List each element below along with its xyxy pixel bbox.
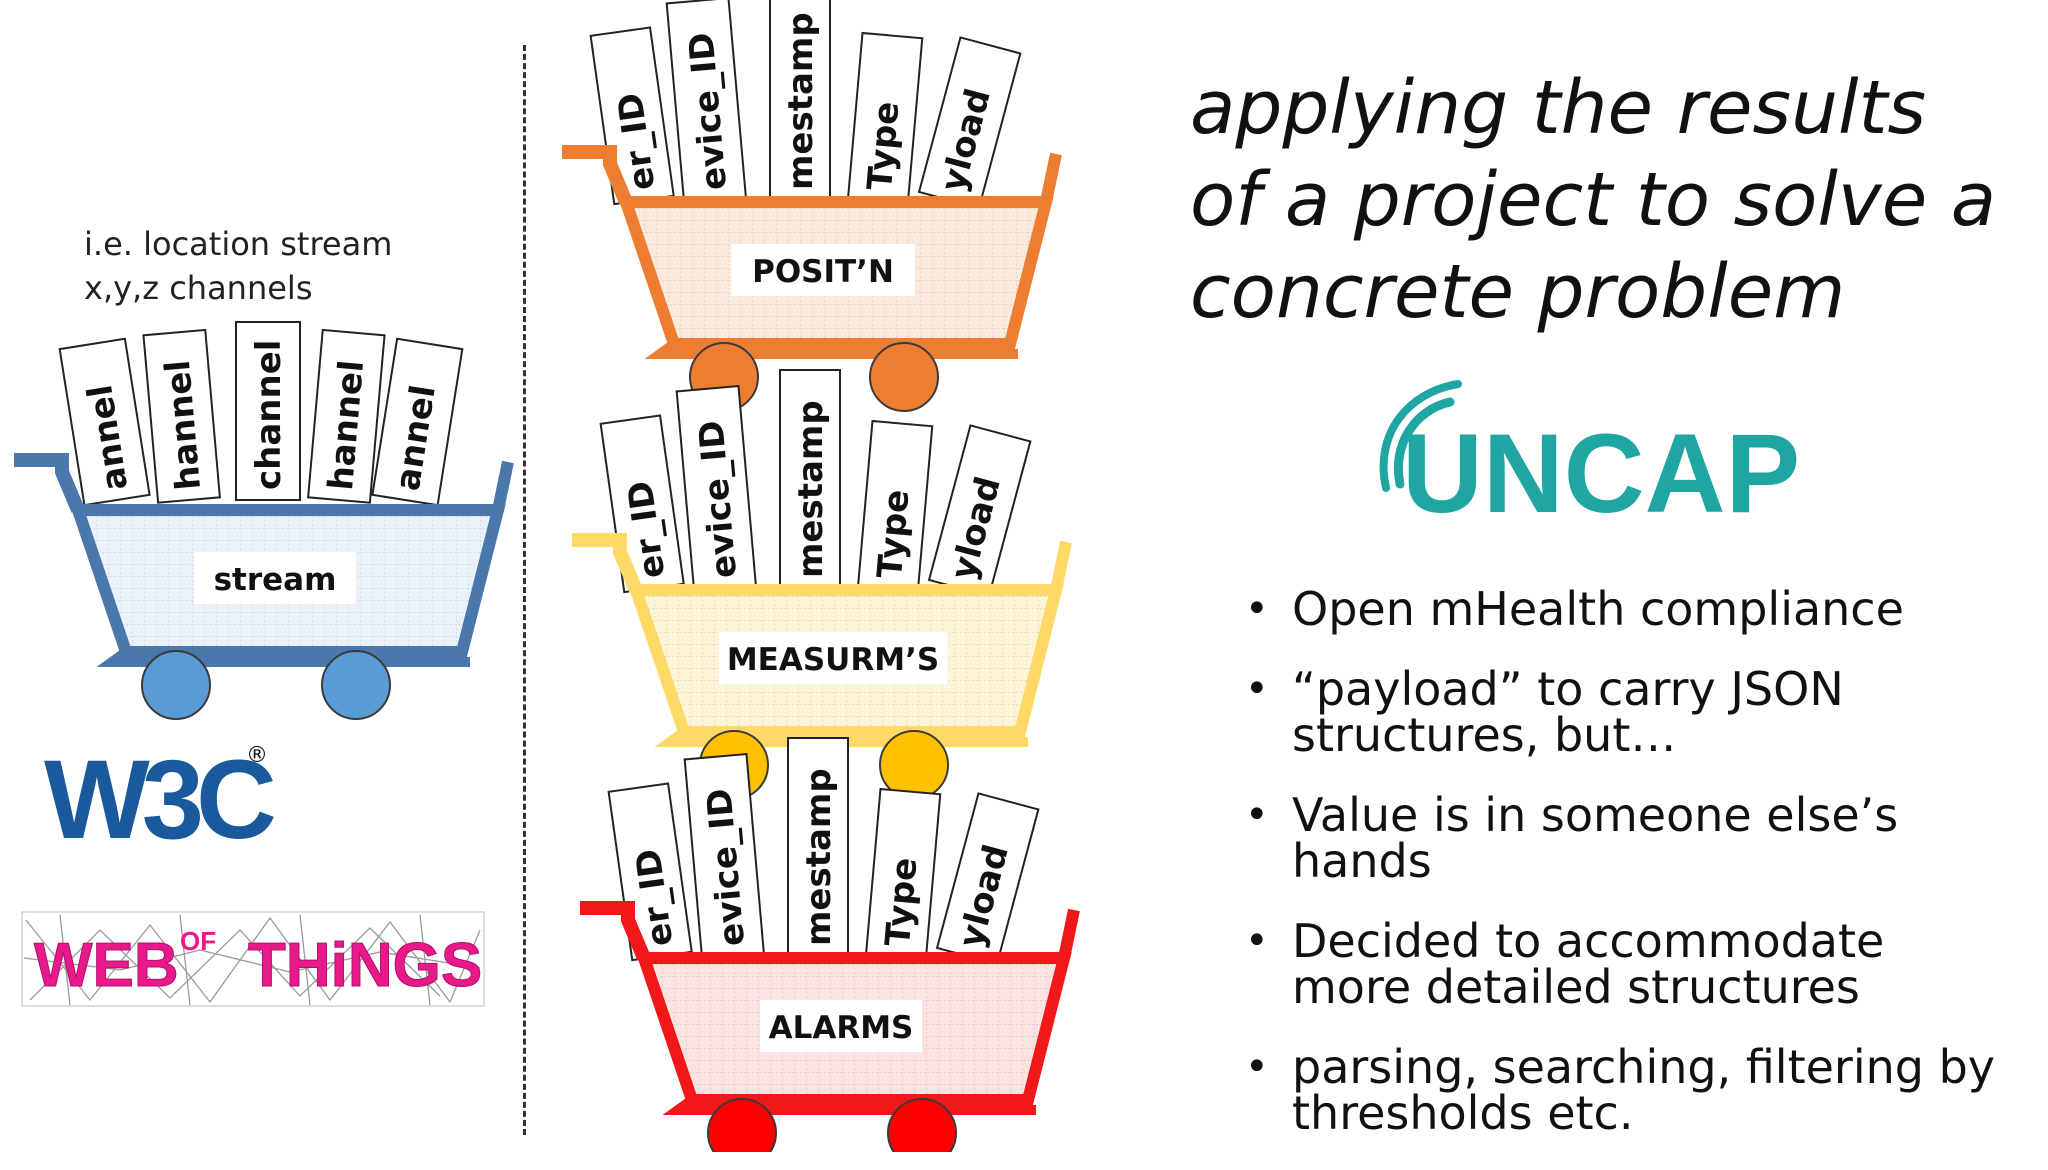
of-text: OF — [180, 926, 216, 956]
field-card-label: channel — [249, 340, 289, 490]
dashed-divider — [523, 45, 526, 1135]
field-card: channel — [235, 321, 301, 501]
cart-handle — [562, 145, 633, 205]
cart-basket — [635, 952, 1072, 1106]
cart-basket — [617, 196, 1054, 350]
field-card: yload — [917, 36, 1022, 210]
bullet-line: structures, but… — [1292, 708, 1677, 762]
field-card: er_ID — [599, 414, 685, 594]
field-card: annel — [58, 337, 151, 507]
field-card: annel — [371, 337, 464, 507]
bullet-line: “payload” to carry JSON — [1292, 662, 1844, 716]
field-card: Type — [847, 31, 924, 204]
cart-wheel — [887, 1098, 957, 1152]
bullet-line: hands — [1292, 834, 1432, 888]
cart-label: MEASURM’S — [727, 642, 939, 678]
cart-label-bg — [194, 552, 356, 604]
field-card: mestamp — [787, 737, 849, 957]
slide-title: applying the results of a project to sol… — [1190, 62, 1996, 338]
field-card-label: mestamp — [791, 400, 831, 578]
field-card: mestamp — [769, 0, 831, 201]
cart-handle — [572, 533, 643, 593]
uncap-logo: UNCAP — [1379, 380, 1800, 536]
cart-handle — [14, 453, 85, 513]
cart-label-bg — [731, 244, 915, 296]
cart-wheel — [869, 342, 939, 412]
field-card: er_ID — [607, 782, 693, 962]
bullet-line: more detailed structures — [1292, 960, 1860, 1014]
title-line-2: of a project to solve a — [1190, 157, 1997, 243]
cart-label: ALARMS — [769, 1010, 914, 1046]
field-card: hannel — [307, 328, 386, 504]
cart-wheel — [879, 730, 949, 800]
network-pattern — [23, 914, 481, 1006]
cart-wheel — [707, 1098, 777, 1152]
bullet-line: Decided to accommodate — [1292, 914, 1885, 968]
field-card: evice_ID — [675, 384, 757, 592]
field-card: mestamp — [779, 369, 841, 589]
field-card-label: mestamp — [799, 768, 839, 946]
signal-arc-outer — [1379, 380, 1462, 492]
bullet-dot: • — [1245, 1044, 1269, 1090]
field-card: Type — [857, 419, 934, 592]
field-card-label: mestamp — [781, 12, 821, 190]
bullet-dot: • — [1245, 666, 1269, 712]
note-line-2: x,y,z channels — [84, 269, 313, 307]
bullet-line: parsing, searching, filtering by — [1292, 1040, 1996, 1094]
cart-label: POSIT’N — [752, 254, 894, 290]
bullet-item: •Open mHealth compliance — [1245, 586, 2025, 632]
field-card-label: Type — [860, 100, 908, 192]
cart-basket — [69, 504, 506, 658]
things-text: THiNGS — [248, 931, 482, 1000]
cart-label: stream — [214, 562, 337, 598]
title-line-1: applying the results — [1190, 65, 1927, 151]
uncap-logo-text: UNCAP — [1402, 411, 1800, 536]
cart-basket — [627, 584, 1064, 738]
bullet-line: Open mHealth compliance — [1292, 582, 1904, 636]
cart-handle — [580, 901, 651, 961]
stream-note: i.e. location stream x,y,z channels — [84, 222, 392, 310]
bullet-line: thresholds etc. — [1292, 1086, 1634, 1140]
bullet-line: Value is in someone else’s — [1292, 788, 1899, 842]
field-card: yload — [935, 792, 1040, 966]
web-of-things-logo: WEB OF THiNGS — [21, 911, 485, 1007]
field-card: er_ID — [589, 26, 675, 206]
bullet-dot: • — [1245, 586, 1269, 632]
field-card: evice_ID — [665, 0, 747, 204]
field-card: hannel — [142, 328, 221, 504]
web-text: WEB — [34, 931, 179, 1000]
signal-arc-inner — [1394, 397, 1455, 489]
field-card-label: Type — [870, 488, 918, 580]
bullet-dot: • — [1245, 792, 1269, 838]
cart-wheel — [141, 650, 211, 720]
field-card-label: Type — [878, 856, 926, 948]
field-card: yload — [927, 424, 1032, 598]
bullet-dot: • — [1245, 918, 1269, 964]
cart-wheel — [321, 650, 391, 720]
w3c-logo-text: W3C — [44, 737, 274, 862]
cart-label-bg — [760, 1000, 922, 1052]
bullet-list: •Open mHealth compliance•“payload” to ca… — [1245, 586, 2025, 1170]
w3c-logo: W3C ® — [44, 737, 282, 862]
note-line-1: i.e. location stream — [84, 225, 393, 263]
cart-label-bg — [719, 632, 947, 684]
field-card: Type — [865, 787, 942, 960]
title-line-3: concrete problem — [1190, 249, 1846, 335]
registered-mark: ® — [246, 743, 268, 768]
